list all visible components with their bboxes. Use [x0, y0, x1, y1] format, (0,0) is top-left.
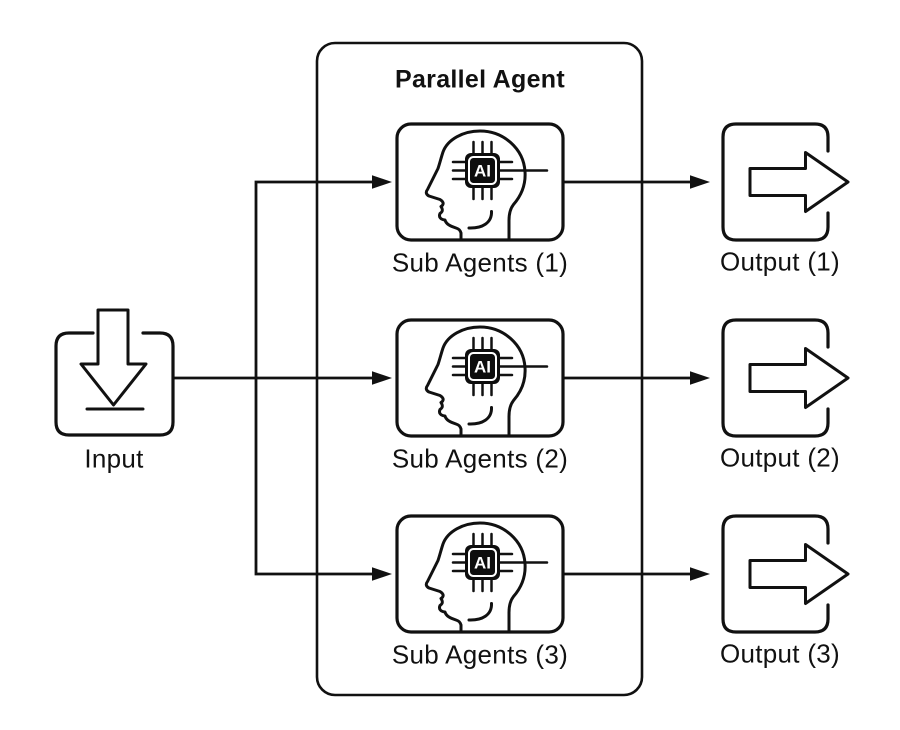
export-arrow-icon: [721, 122, 850, 242]
chip-label: AI: [474, 554, 491, 573]
parallel-agent-container: [315, 41, 644, 697]
connector-input-fanout: [173, 175, 392, 581]
output-label-1: Output (1): [719, 246, 841, 277]
arrowhead-output-3: [690, 567, 710, 581]
sub-agent-label-2: Sub Agents (2): [391, 443, 569, 474]
sub-agent-node-2: AI: [395, 318, 565, 438]
output-label-3: Output (3): [719, 638, 841, 669]
connector-branch-line: [254, 180, 374, 576]
connector-subagent-2-to-output-2: [563, 371, 710, 385]
arrowhead-subagent-1: [372, 175, 392, 189]
input-box: [54, 331, 175, 437]
parallel-agent-title: Parallel Agent: [395, 65, 565, 94]
sub-agent-node-3: AI: [395, 514, 565, 634]
ai-head-chip-icon: [395, 514, 565, 634]
output-node-1: [721, 122, 850, 242]
arrowhead-subagent-2: [372, 371, 392, 385]
arrowhead-output-1: [690, 175, 710, 189]
arrowhead-output-2: [690, 371, 710, 385]
ai-head-chip-icon: [395, 122, 565, 242]
output-label-2: Output (2): [719, 442, 841, 473]
output-node-2: [721, 318, 850, 438]
sub-agent-node-1: AI: [395, 122, 565, 242]
download-arrow-icon: [79, 308, 148, 407]
arrowhead-subagent-3: [372, 567, 392, 581]
export-arrow-icon: [721, 318, 850, 438]
ai-head-chip-icon: [395, 318, 565, 438]
input-node: [54, 308, 175, 437]
export-arrow-icon: [721, 514, 850, 634]
chip-label: AI: [474, 358, 491, 377]
connector-subagent-3-to-output-3: [563, 567, 710, 581]
sub-agent-label-1: Sub Agents (1): [391, 247, 569, 278]
output-node-3: [721, 514, 850, 634]
sub-agent-label-3: Sub Agents (3): [391, 639, 569, 670]
input-label: Input: [84, 443, 144, 474]
connector-subagent-1-to-output-1: [563, 175, 710, 189]
chip-label: AI: [474, 162, 491, 181]
